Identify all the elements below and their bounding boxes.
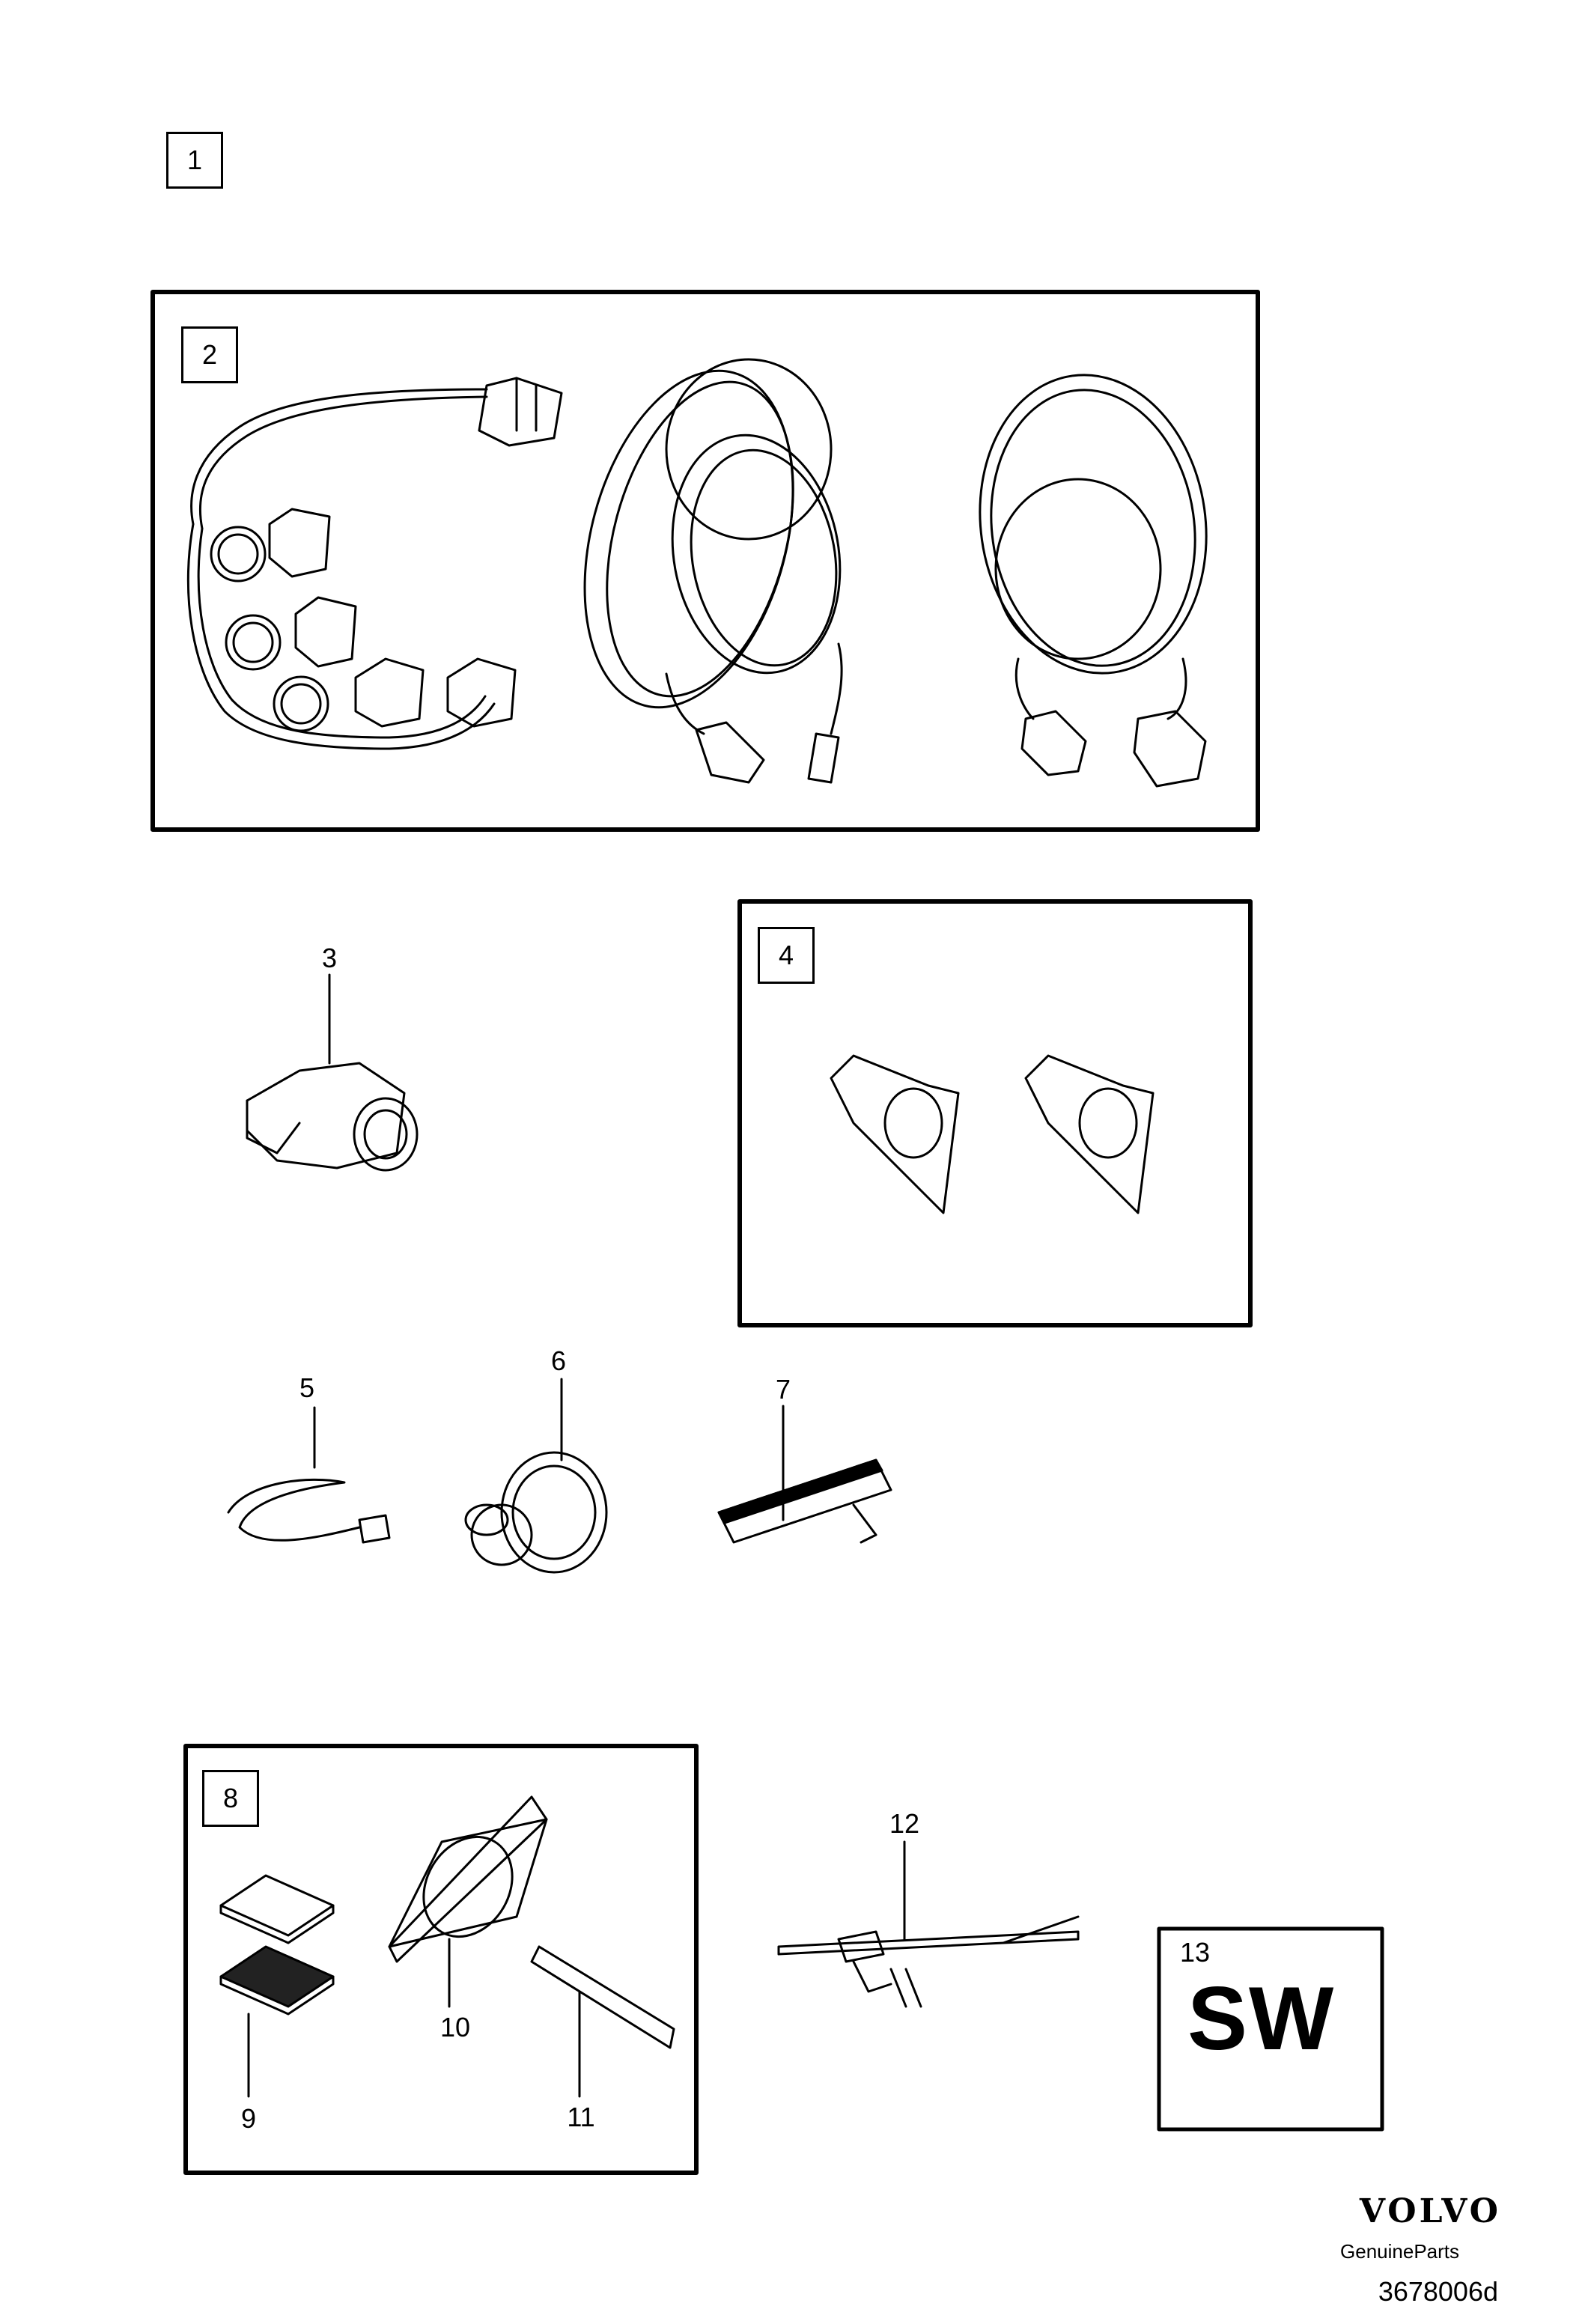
sensor-holders — [830, 1054, 1155, 1214]
parking-sensor — [246, 973, 419, 1172]
item-label-10: 10 — [439, 2012, 471, 2042]
gasket — [388, 1795, 548, 2008]
group-frame-13 — [1157, 1926, 1384, 2132]
group-frame-2 — [150, 290, 1260, 832]
item-label-1: 1 — [166, 132, 223, 189]
item-label-6: 6 — [550, 1345, 567, 1376]
wiring-harness-sensor — [186, 377, 563, 750]
volvo-logo: VOLVO — [1359, 2192, 1501, 2230]
item-label-3: 3 — [321, 943, 338, 973]
item-label-8: 8 — [202, 1770, 259, 1827]
group-frame-8 — [183, 1744, 699, 2175]
group-frame-4 — [737, 899, 1253, 1327]
brand-tagline: GenuineParts — [1340, 2240, 1459, 2263]
software-label: SW — [1187, 1968, 1336, 2069]
cable-tie — [227, 1406, 391, 1544]
item-label-5: 5 — [299, 1372, 315, 1403]
pads — [219, 1874, 335, 2098]
item-label-11: 11 — [567, 2102, 595, 2132]
adhesive-strip — [717, 1405, 892, 1544]
tool — [530, 1945, 675, 2098]
grommet — [464, 1378, 608, 1574]
item-label-2: 2 — [181, 326, 238, 383]
item-label-4: 4 — [758, 927, 815, 984]
item-label-9: 9 — [240, 2103, 257, 2134]
diagram-number: 3678006d — [1378, 2276, 1498, 2307]
coiled-cable-short — [979, 374, 1208, 788]
bracket — [777, 1840, 1080, 2008]
item-label-13: 13 — [1179, 1937, 1211, 1968]
item-label-7: 7 — [775, 1374, 791, 1405]
coiled-cable-long — [583, 358, 843, 784]
item-label-12: 12 — [889, 1808, 920, 1839]
